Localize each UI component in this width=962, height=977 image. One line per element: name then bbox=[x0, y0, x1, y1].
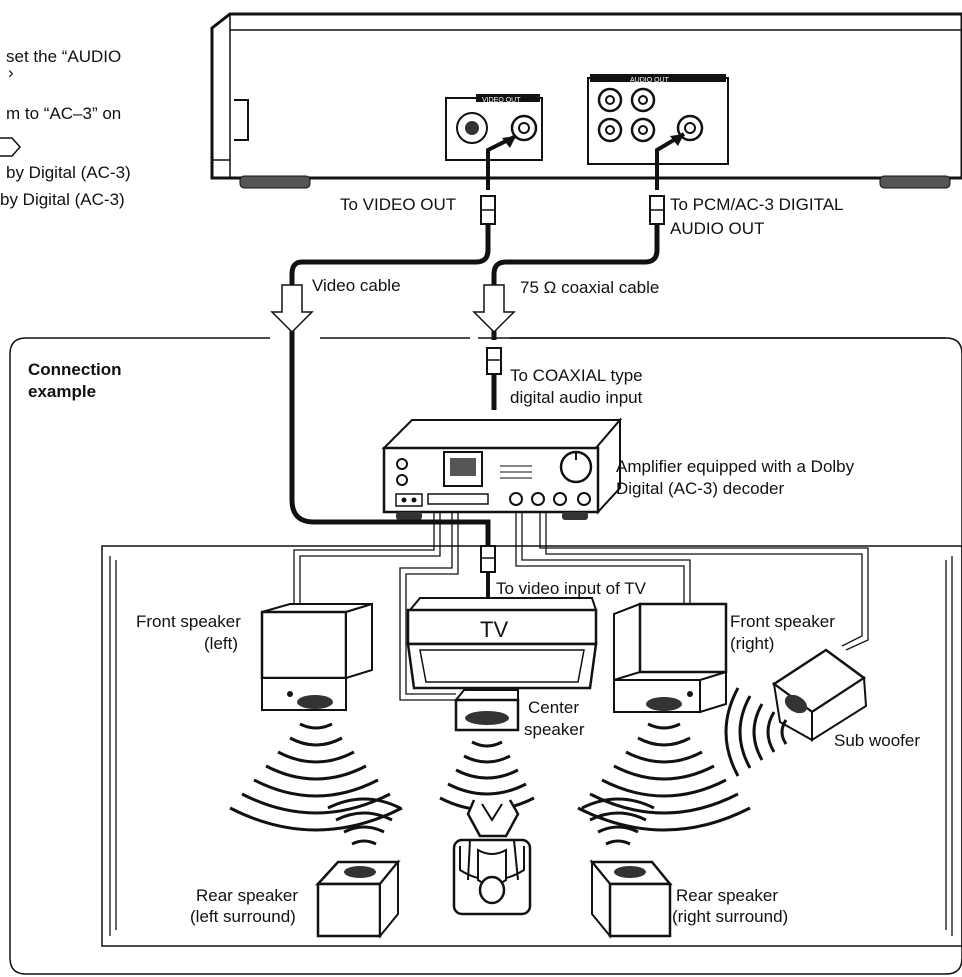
coax-cable-label: 75 Ω coaxial cable bbox=[520, 278, 659, 297]
rear-left-label-2: (left surround) bbox=[190, 907, 296, 926]
connection-label-1: Connection bbox=[28, 360, 122, 379]
sound-waves-sub-woofer bbox=[724, 687, 788, 777]
player-foot-left bbox=[239, 175, 311, 189]
connection-label-2: example bbox=[28, 382, 96, 401]
text-fragment-4: by Digital (AC-3) bbox=[0, 190, 125, 209]
text-fragment-3: by Digital (AC-3) bbox=[6, 163, 131, 182]
rear-right-label-2: (right surround) bbox=[672, 907, 788, 926]
to-coaxial-label-1: To COAXIAL type bbox=[510, 366, 643, 385]
listener-icon bbox=[452, 799, 532, 916]
tv-video-plug-icon bbox=[480, 545, 496, 573]
rear-left-label-1: Rear speaker bbox=[196, 886, 298, 905]
video-out-panel: VIDEO OUT bbox=[445, 94, 543, 161]
step-badge bbox=[0, 137, 22, 157]
panel-audio-out-label: AUDIO OUT bbox=[630, 77, 670, 84]
center-label-2: speaker bbox=[524, 720, 585, 739]
amplifier-label-2: Digital (AC-3) decoder bbox=[616, 479, 785, 498]
video-cable-label: Video cable bbox=[312, 276, 401, 295]
sound-waves-center bbox=[439, 740, 535, 812]
coaxial-cable bbox=[491, 132, 686, 340]
to-pcm-out-label-2: AUDIO OUT bbox=[670, 219, 764, 238]
text-fragment-1: set the “AUDIO bbox=[6, 47, 121, 66]
text-fragment-2: m to “AC–3” on bbox=[6, 104, 121, 123]
to-pcm-out-label-1: To PCM/AC-3 DIGITAL bbox=[670, 195, 844, 214]
front-speaker-right bbox=[613, 602, 728, 714]
tv bbox=[406, 597, 598, 690]
front-right-label-2: (right) bbox=[730, 634, 774, 653]
speaker-area-frame bbox=[101, 545, 962, 947]
rear-right-label-1: Rear speaker bbox=[676, 886, 778, 905]
sound-waves-front-right bbox=[577, 722, 751, 832]
connection-example-frame bbox=[9, 337, 962, 975]
video-cable bbox=[289, 134, 517, 525]
tv-video-cable bbox=[400, 519, 491, 546]
symbol-fragment: › bbox=[8, 63, 14, 82]
sub-woofer-label: Sub woofer bbox=[834, 731, 920, 750]
sound-waves-rear-left bbox=[327, 797, 401, 846]
tv-label: TV bbox=[480, 617, 508, 642]
front-left-label-2: (left) bbox=[204, 634, 238, 653]
panel-video-out-label: VIDEO OUT bbox=[482, 97, 521, 104]
front-speaker-left bbox=[260, 602, 373, 711]
center-speaker bbox=[453, 689, 520, 732]
amplifier bbox=[381, 417, 623, 520]
player-foot-right bbox=[879, 175, 951, 189]
front-right-label-1: Front speaker bbox=[730, 612, 835, 631]
coax-arrow-icon bbox=[472, 284, 516, 334]
coax-plug-amp-icon bbox=[486, 347, 502, 375]
front-left-label-1: Front speaker bbox=[136, 612, 241, 631]
to-video-out-label: To VIDEO OUT bbox=[340, 195, 456, 214]
to-video-input-tv-label: To video input of TV bbox=[496, 579, 647, 598]
sub-woofer bbox=[771, 648, 868, 742]
video-arrow-icon bbox=[270, 284, 314, 334]
rear-speaker-left bbox=[315, 859, 401, 939]
sound-waves-rear-right bbox=[581, 797, 655, 846]
speaker-wires bbox=[109, 512, 953, 936]
dvd-player: VIDEO OUT AUDIO OUT bbox=[210, 12, 962, 189]
amplifier-label-1: Amplifier equipped with a Dolby bbox=[616, 457, 855, 476]
to-coaxial-label-2: digital audio input bbox=[510, 388, 643, 407]
rear-speaker-right bbox=[589, 859, 673, 939]
center-label-1: Center bbox=[528, 698, 579, 717]
